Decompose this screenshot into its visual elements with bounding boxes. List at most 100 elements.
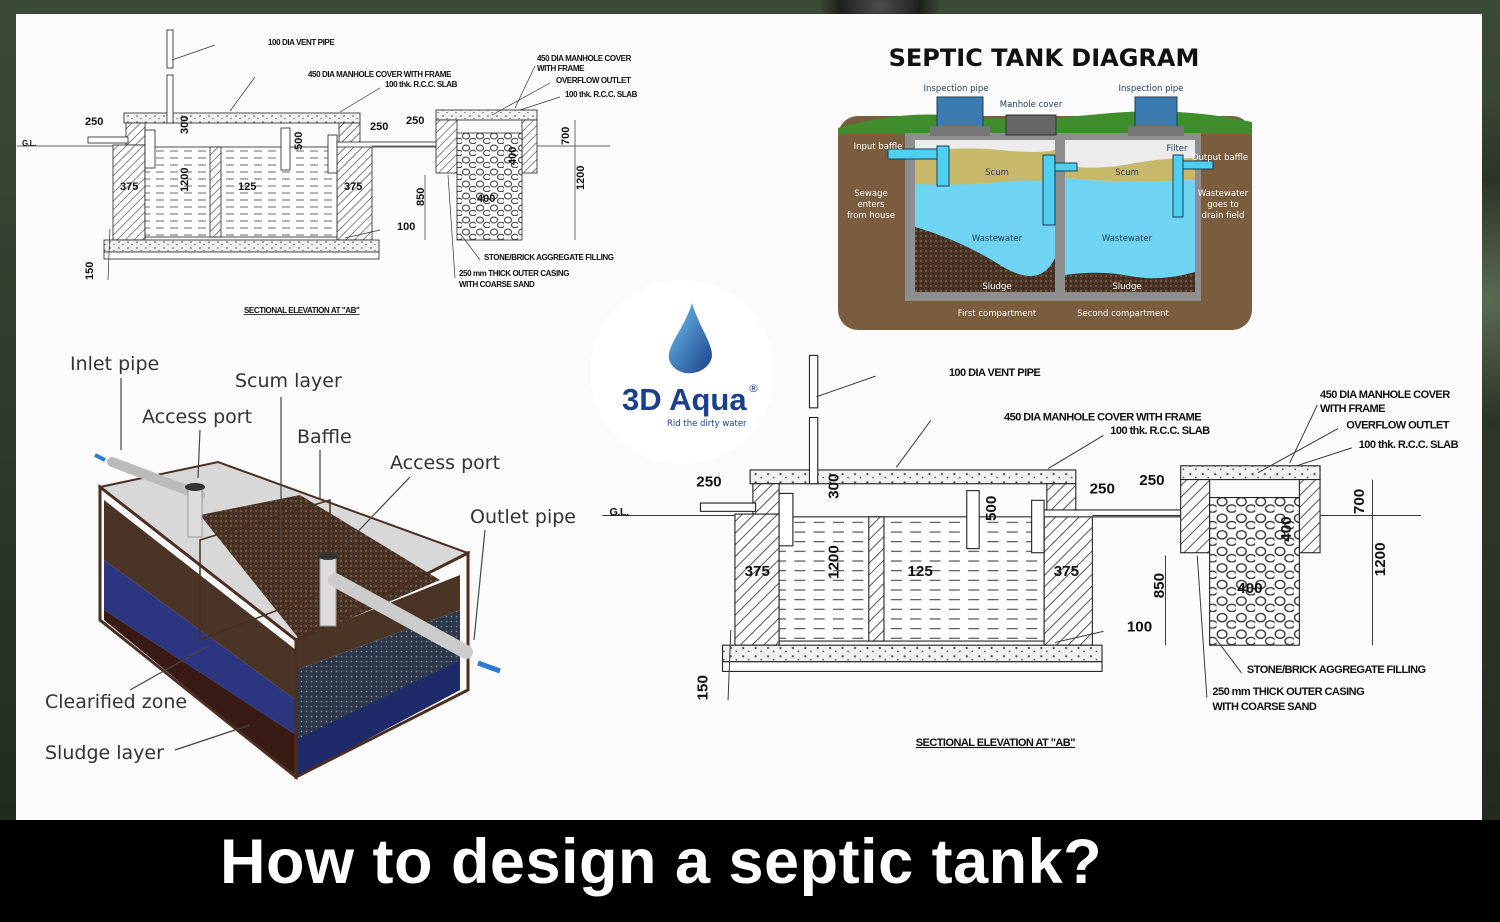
- cad-upper-left-wall: [752, 483, 780, 515]
- label-scum-1: Scum: [985, 168, 1009, 178]
- cad-dimension: 400: [1278, 516, 1295, 541]
- compartment-first: [915, 140, 1055, 292]
- cad-partition-wall: [209, 146, 222, 238]
- cad-label: 100 DIA VENT PIPE: [949, 367, 1041, 379]
- cad-base-concrete: [721, 644, 1103, 663]
- cad-base-bricks: [721, 661, 1103, 672]
- outflow-arrow-icon: [477, 660, 501, 674]
- cad-dimension: 850: [1151, 573, 1168, 598]
- cad-dimension: 1200: [825, 545, 842, 579]
- cad-dimension: 250: [1090, 480, 1115, 497]
- cad-leader-line: [1257, 428, 1339, 474]
- inflow-arrow-icon: [94, 453, 106, 462]
- cad-leader-line: [519, 96, 561, 111]
- cad-vent-pipe-top: [166, 29, 174, 69]
- cad-leader-line: [461, 235, 481, 261]
- cad-leader-line: [1047, 435, 1104, 469]
- cad-leader-line: [514, 65, 536, 109]
- cad-label: STONE/BRICK AGGREGATE FILLING: [1247, 664, 1426, 676]
- label-sludge-layer: Sludge layer: [45, 742, 164, 764]
- cad-label: 100 thk. R.C.C. SLAB: [1110, 425, 1210, 437]
- cad-leader-line: [1216, 639, 1242, 674]
- cad-dimension: 150: [694, 675, 711, 700]
- outlet-pipe: [328, 573, 473, 659]
- cad-soak-right-wall: [1298, 479, 1321, 554]
- cad-dimension: 150: [84, 262, 96, 280]
- page-title: How to design a septic tank?: [220, 827, 1103, 897]
- cad-label: 100 thk. R.C.C. SLAB: [1359, 439, 1459, 451]
- cad-left-wall: [734, 513, 780, 646]
- cad-dimension: 400: [507, 147, 519, 165]
- cad-stone-fill: [456, 132, 523, 241]
- cad-dimension: 700: [1351, 489, 1368, 514]
- cad-vent-pipe-top: [808, 354, 819, 409]
- cad-slab: [749, 469, 1077, 485]
- cad-leader-line: [1196, 555, 1208, 698]
- cad-upper-right-wall: [1046, 483, 1077, 515]
- cad-base-bricks: [103, 251, 380, 260]
- label-output-baffle: Output baffle: [1192, 153, 1248, 163]
- cad-dimension: 500: [983, 496, 1000, 521]
- cad-inner-baffle: [280, 127, 291, 171]
- cad-base-concrete: [103, 239, 380, 253]
- label-access-port-1: Access port: [142, 406, 252, 428]
- cad-leader-line: [816, 375, 876, 398]
- cad-dimension: 375: [1054, 563, 1080, 580]
- sludge-front: [296, 660, 460, 777]
- cad-partition-wall: [868, 516, 885, 642]
- cad-vent-pipe-bottom: [808, 416, 819, 485]
- cad-dimension: 250: [406, 115, 424, 127]
- cad-soak-left-wall: [435, 119, 458, 174]
- label-wastewater-goes-line-1: Wastewater: [1198, 189, 1249, 199]
- scum-front: [296, 575, 460, 670]
- cad-soak-right-wall: [521, 119, 538, 174]
- cad-dimension: 300: [825, 474, 842, 499]
- cad-dimension: 250: [696, 474, 721, 491]
- cad-label: SECTIONAL ELEVATION AT "AB": [244, 306, 360, 315]
- cad-stone-fill: [1209, 496, 1300, 646]
- access-port-1: [185, 483, 205, 491]
- cad-dimension: 125: [907, 563, 933, 580]
- tank-3d-illustration: Inlet pipe Scum layer Access port Baffle…: [45, 353, 576, 781]
- label-inspection-pipe-2: Inspection pipe: [1119, 84, 1184, 94]
- sludge-left: [104, 610, 296, 777]
- cad-dimension: 500: [293, 132, 305, 150]
- cad-leader-line: [491, 82, 551, 116]
- cad-water: [778, 516, 1045, 642]
- label-wastewater-2: Wastewater: [1102, 234, 1153, 244]
- cad-label: G.L.: [609, 506, 629, 518]
- cad-label: 450 DIA MANHOLE COVER: [1320, 389, 1450, 401]
- cad-dimension: 400: [477, 193, 495, 205]
- label-wastewater-1: Wastewater: [972, 234, 1023, 244]
- cad-label: 250 mm THICK OUTER CASING: [1212, 686, 1364, 698]
- cad-dimension: 250: [1139, 472, 1164, 489]
- label-input-baffle: Input baffle: [854, 142, 903, 152]
- cad-vent-pipe-bottom: [166, 74, 174, 124]
- cad-label: WITH FRAME: [537, 64, 585, 73]
- input-baffle-pipe: [887, 145, 950, 187]
- label-inlet-pipe: Inlet pipe: [70, 353, 159, 375]
- cad-dimension: 850: [415, 188, 427, 206]
- label-sludge-1: Sludge: [982, 282, 1011, 292]
- cad-inlet-pipe: [699, 502, 757, 512]
- label-clarified-zone: Clearified zone: [45, 691, 187, 713]
- access-port-2-pipe: [319, 555, 337, 627]
- cad-dimension: 1200: [1372, 542, 1389, 576]
- cad-soak-slab: [435, 109, 538, 121]
- logo-tagline: Rid the dirty water: [667, 419, 747, 429]
- label-sewage-line-1: Sewage: [854, 189, 887, 199]
- access-port-2: [318, 552, 338, 560]
- cad-dimension: 125: [238, 181, 256, 193]
- cad-leader-line: [727, 630, 732, 701]
- inspection-pipe-2: [1128, 96, 1184, 136]
- title-bar: [0, 820, 1500, 922]
- label-baffle: Baffle: [297, 426, 352, 448]
- cad-inlet-pipe: [87, 136, 129, 144]
- label-manhole-cover: Manhole cover: [1000, 100, 1063, 110]
- cad-right-wall: [1043, 513, 1093, 646]
- output-baffle-pipe: [1172, 154, 1214, 218]
- cad-dimension: 375: [745, 563, 771, 580]
- cad-water: [144, 146, 338, 238]
